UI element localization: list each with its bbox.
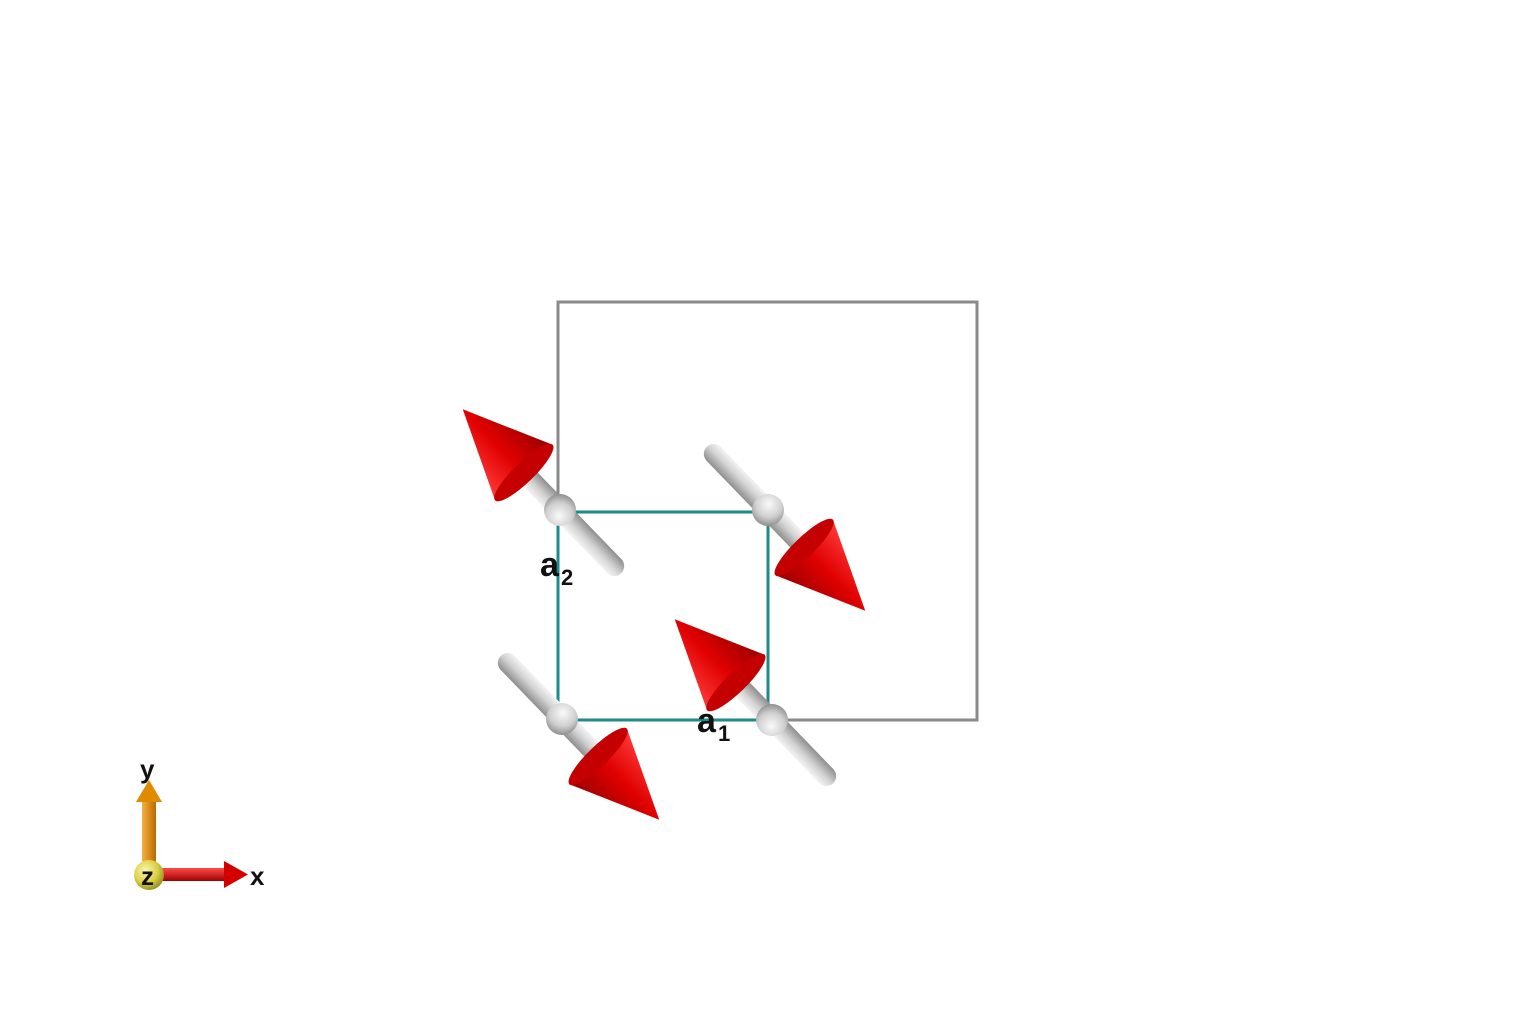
- spin-arrow-bottom-right: [674, 619, 837, 787]
- spin-arrow-bottom-left: [497, 652, 660, 820]
- label-a2-sub: 2: [561, 565, 573, 590]
- label-a2-main: a: [540, 546, 560, 584]
- y-axis-arrowhead: [136, 780, 162, 802]
- x-axis-shaft: [160, 868, 226, 881]
- label-a1: a 1: [697, 702, 730, 746]
- spin-arrow-top-right: [703, 443, 866, 611]
- x-axis-label: x: [250, 861, 265, 891]
- label-a1-sub: 1: [718, 721, 730, 746]
- y-axis-shaft: [142, 800, 156, 872]
- inner-unit-cell: [556, 510, 770, 722]
- label-a2: a 2: [540, 546, 573, 590]
- z-axis-ball: [134, 860, 164, 890]
- y-axis-label: y: [140, 754, 155, 784]
- label-a1-main: a: [697, 702, 717, 740]
- axes-triad: y x z: [134, 754, 265, 891]
- spin-arrow-top-left: [462, 409, 625, 577]
- x-axis-arrowhead: [224, 861, 248, 888]
- z-axis-label: z: [141, 861, 154, 891]
